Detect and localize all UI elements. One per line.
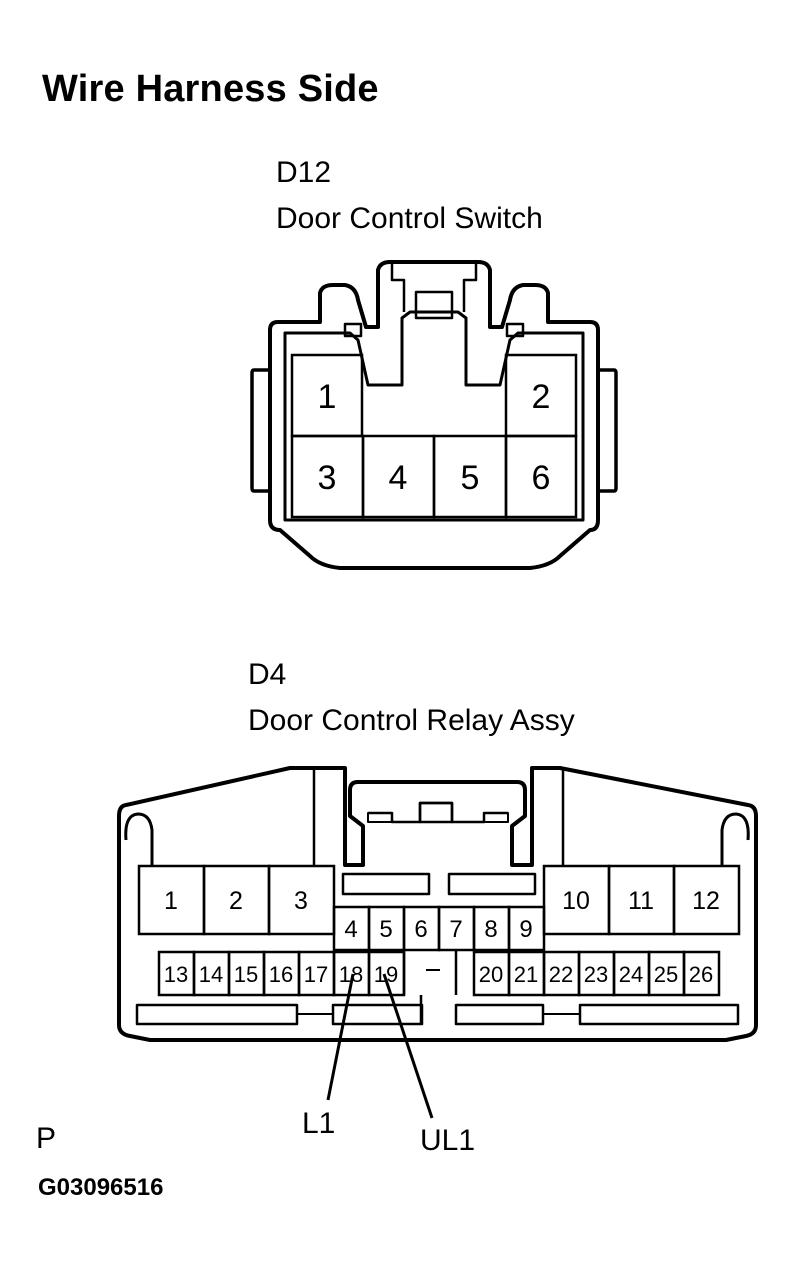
d4-pins [137, 864, 741, 997]
d12-connector-code: D12 [276, 156, 332, 189]
d4-pin-number: 24 [619, 962, 643, 987]
d4-pin-number: 14 [199, 962, 223, 987]
d4-slot-right [447, 872, 537, 896]
d4-connector [117, 766, 758, 1042]
d4-key-tab-left [367, 812, 393, 823]
d4-pin-number: 26 [689, 962, 713, 987]
d4-pin-number: 6 [414, 916, 427, 943]
d12-pin-number: 3 [318, 459, 337, 497]
callout-label-l1: L1 [302, 1107, 335, 1140]
d4-housing-left-curve [124, 812, 154, 865]
d4-pin-number: 4 [344, 916, 357, 943]
d4-pin-cell [367, 950, 406, 997]
callout-leader-l1 [326, 973, 355, 1101]
d4-pin-number: 10 [562, 887, 590, 915]
d4-pin-number: 21 [514, 962, 538, 987]
diagram-title: Wire Harness Side [42, 68, 379, 110]
d4-pin-number: 15 [234, 962, 258, 987]
d4-housing-outline [117, 766, 758, 1042]
d4-pin-cell [682, 950, 721, 997]
d4-pin-number: 16 [269, 962, 293, 987]
d4-key-tab-right [483, 812, 509, 823]
d4-pin-number: 20 [479, 962, 503, 987]
corner-mark: P [36, 1122, 57, 1155]
d12-inner-wall [283, 310, 585, 522]
d4-pin-number: 1 [164, 887, 178, 915]
d4-pin-number: 22 [549, 962, 573, 987]
d4-pin-number: 2 [229, 887, 243, 915]
d4-pin-number: 3 [294, 887, 308, 915]
d12-pin-number: 5 [461, 459, 480, 497]
d4-connector-name: Door Control Relay Assy [248, 704, 575, 737]
d4-pin-labels-top: 1 2 3 10 11 12 [164, 887, 720, 915]
d12-key-block [414, 290, 454, 320]
d12-pin-labels: 1 2 3 4 5 6 [318, 378, 551, 497]
d4-bottom-rail [135, 1003, 740, 1026]
d12-connector [250, 260, 618, 570]
d4-pin-cell [672, 864, 741, 936]
d12-pin-number: 1 [318, 378, 337, 416]
d12-housing-outline [268, 260, 600, 570]
d12-pin-number: 4 [389, 459, 408, 497]
callout-leader-ul1 [382, 973, 434, 1119]
d4-pin-number: 13 [164, 962, 188, 987]
d12-pin-cell [504, 434, 578, 519]
d12-latch-right [505, 322, 525, 338]
d4-key-block [418, 801, 454, 824]
d4-pin-number: 23 [584, 962, 608, 987]
d12-pin-number: 2 [532, 378, 551, 416]
d4-pin-number: 9 [519, 916, 532, 943]
d4-pin-cell [507, 905, 546, 952]
d4-pin-number: 25 [654, 962, 678, 987]
d4-pin-number: 8 [484, 916, 497, 943]
d12-latch-left [343, 322, 363, 338]
d4-pin-cell [267, 864, 336, 936]
d4-pin-labels-bottom: 13 14 15 16 17 18 19 20 21 22 23 24 25 2… [164, 962, 713, 987]
d12-pins [290, 353, 578, 519]
d12-key [390, 262, 406, 312]
d12-right-tab [598, 368, 618, 493]
d4-housing-right-curve [720, 812, 750, 865]
d4-pin-number: 5 [379, 916, 392, 943]
d4-connector-code: D4 [248, 658, 287, 691]
d12-left-tab [250, 368, 270, 493]
d4-pin-number: 17 [304, 962, 328, 987]
d4-pin-number: 12 [692, 887, 720, 915]
callout-label-ul1: UL1 [420, 1124, 475, 1157]
d4-pin-number: 11 [628, 887, 654, 915]
d4-pin-number: 7 [449, 916, 462, 943]
d12-key-right [462, 262, 478, 312]
d4-center-gap [402, 950, 458, 1024]
figure-id: G03096516 [38, 1174, 164, 1201]
d4-pin-labels-mid: 4 5 6 7 8 9 [344, 916, 532, 943]
d12-pin-number: 6 [532, 459, 551, 497]
d12-connector-name: Door Control Switch [276, 202, 543, 235]
d4-slot-left [341, 872, 431, 896]
